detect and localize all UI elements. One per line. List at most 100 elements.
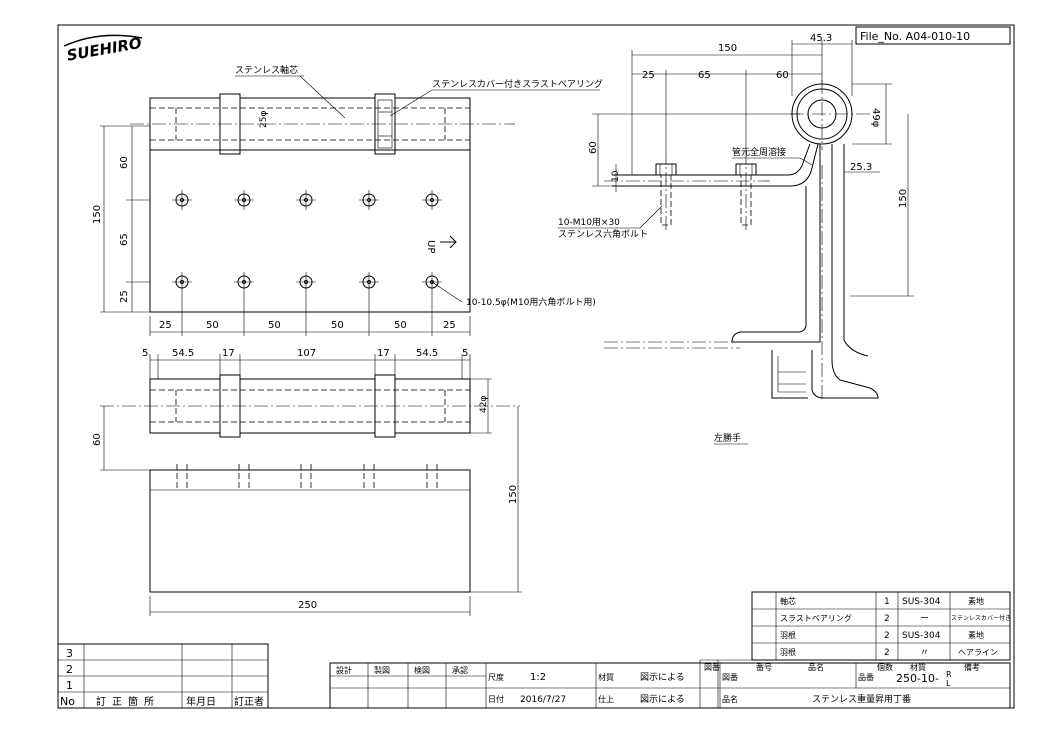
note-bolt-1: 10-M10用×30 bbox=[558, 217, 620, 228]
bolt-section-1 bbox=[655, 150, 677, 232]
part-1-name: 軸芯 bbox=[780, 596, 796, 606]
note-shaft: ステンレス軸芯 bbox=[235, 64, 298, 76]
dim-t54b: 54.5 bbox=[416, 348, 438, 359]
note-left-hand: 左勝手 bbox=[714, 432, 741, 444]
dim-h25a: 25 bbox=[159, 320, 172, 331]
part-1-material: SUS-304 bbox=[902, 597, 941, 607]
product-name-value: ステンレス重量昇用丁番 bbox=[812, 693, 911, 705]
part-4-name: 羽根 bbox=[780, 647, 796, 657]
note-bolt-2: ステンレス六角ボルト bbox=[558, 228, 648, 240]
bolt-section-2 bbox=[735, 150, 757, 232]
bolt-holes bbox=[172, 190, 442, 292]
dim-barrel-diameter: 42φ bbox=[479, 396, 489, 413]
dim-v65: 65 bbox=[119, 233, 130, 246]
rev-hdr-no: No bbox=[60, 695, 75, 708]
material-value: 図示による bbox=[640, 672, 685, 683]
dim-t107: 107 bbox=[297, 348, 316, 359]
dim-t54a: 54.5 bbox=[172, 348, 194, 359]
part-no-value: 250-10- bbox=[896, 672, 939, 685]
dim-side-49: 49φ bbox=[870, 108, 881, 128]
dim-h25b: 25 bbox=[443, 320, 456, 331]
hdr-note: 備考 bbox=[964, 662, 980, 672]
approval-approve: 承認 bbox=[452, 665, 468, 675]
part-no-suffix-r: R bbox=[946, 670, 952, 679]
company-logo: SUEHIRO bbox=[63, 34, 143, 65]
dim-side-45-3: 45.3 bbox=[810, 33, 832, 44]
dim-overall-height: 150 bbox=[92, 205, 103, 224]
rev-hdr-date: 年月日 bbox=[186, 695, 216, 708]
hdr-part-name: 品名 bbox=[808, 662, 824, 672]
dim-side-60-v: 60 bbox=[588, 141, 599, 154]
part-no-suffix-l: L bbox=[946, 679, 951, 688]
dim-h50b: 50 bbox=[268, 320, 281, 331]
bolt-marks-bottom bbox=[176, 464, 438, 490]
dim-left-60: 60 bbox=[92, 433, 103, 446]
dim-side-25: 25 bbox=[642, 70, 655, 81]
dim-v25: 25 bbox=[119, 290, 130, 303]
leaf-plate-top bbox=[149, 149, 471, 313]
part-2-note: ステンレスカバー付き bbox=[951, 614, 1011, 622]
part-3-note: 素地 bbox=[968, 630, 984, 640]
date-label: 日付 bbox=[488, 694, 504, 704]
part-no-label: 品番 bbox=[858, 672, 874, 682]
part-3-material: SUS-304 bbox=[902, 631, 941, 641]
hdr-qty: 個数 bbox=[877, 662, 893, 672]
dim-t17b: 17 bbox=[377, 348, 390, 359]
scale-label: 尺度 bbox=[488, 672, 504, 682]
approval-drafting: 製図 bbox=[374, 665, 390, 675]
file-no: File_No. A04-010-10 bbox=[860, 30, 970, 43]
scale-value: 1:2 bbox=[530, 672, 546, 683]
approval-check: 検図 bbox=[414, 665, 430, 675]
front-view-bottom: 42φ 5 54.5 17 107 17 54.5 5 bbox=[92, 348, 522, 616]
dim-side-65: 65 bbox=[698, 70, 711, 81]
up-arrow-icon bbox=[440, 235, 457, 249]
dim-h50c: 50 bbox=[331, 320, 344, 331]
parts-list-header: 図番 番号 品名 個数 材質 備考 bbox=[699, 659, 1010, 708]
hdr-drawing-no: 図番 bbox=[704, 662, 720, 672]
dim-overall-width: 250 bbox=[298, 600, 317, 611]
finish-value: 図示による bbox=[640, 694, 685, 705]
part-2-material: ー bbox=[920, 614, 929, 624]
dim-side-150: 150 bbox=[718, 43, 737, 54]
rev-hdr-editor: 訂正者 bbox=[234, 695, 264, 708]
date-value: 2016/7/27 bbox=[520, 695, 566, 705]
file-no-box bbox=[855, 26, 1011, 45]
dim-h50d: 50 bbox=[394, 320, 407, 331]
dim-t17a: 17 bbox=[222, 348, 235, 359]
product-name-label: 品名 bbox=[722, 694, 738, 704]
part-4-qty: 2 bbox=[884, 648, 890, 658]
rev-row-3: 3 bbox=[66, 647, 73, 660]
dim-right-150: 150 bbox=[508, 485, 519, 504]
note-bearing: ステンレスカバー付きスラストベアリング bbox=[432, 78, 603, 90]
part-2-name: スラストベアリング bbox=[780, 613, 852, 623]
finish-label: 仕上 bbox=[598, 694, 614, 704]
part-3-name: 羽根 bbox=[780, 630, 796, 640]
rev-row-1: 1 bbox=[66, 679, 73, 692]
dim-side-10: 10 bbox=[611, 170, 621, 182]
dim-shaft-diameter: 25φ bbox=[259, 111, 269, 128]
drawing-no-label: 図番 bbox=[722, 672, 738, 682]
note-weld: 管元全周溶接 bbox=[732, 146, 786, 158]
dim-t5b: 5 bbox=[462, 348, 468, 359]
hdr-material: 材質 bbox=[910, 662, 926, 672]
dim-side-150-v: 150 bbox=[898, 189, 909, 208]
part-3-qty: 2 bbox=[884, 631, 890, 641]
part-4-note: ヘアライン bbox=[958, 648, 998, 657]
dim-v60: 60 bbox=[119, 156, 130, 169]
note-holes: 10-10.5φ(M10用六角ボルト用) bbox=[466, 296, 596, 308]
material-label: 材質 bbox=[598, 672, 614, 682]
logo-text: SUEHIRO bbox=[65, 34, 143, 65]
sheet-border bbox=[57, 24, 1015, 709]
part-2-qty: 2 bbox=[884, 614, 890, 624]
part-4-material: 〃 bbox=[920, 648, 929, 658]
dim-t5a: 5 bbox=[142, 348, 148, 359]
leaf-plate-bottom bbox=[149, 469, 471, 593]
up-label: UP bbox=[425, 240, 436, 253]
part-1-note: 素地 bbox=[968, 596, 984, 606]
revision-table: 3 2 1 No 訂正箇所 年月日 訂正者 bbox=[57, 643, 269, 709]
approval-design: 設計 bbox=[336, 665, 352, 675]
rev-hdr-content: 訂正箇所 bbox=[96, 695, 160, 708]
side-view: 管元全周溶接 10-M10用×30 ステンレス六角ボルト 150 25 65 6… bbox=[558, 33, 914, 400]
